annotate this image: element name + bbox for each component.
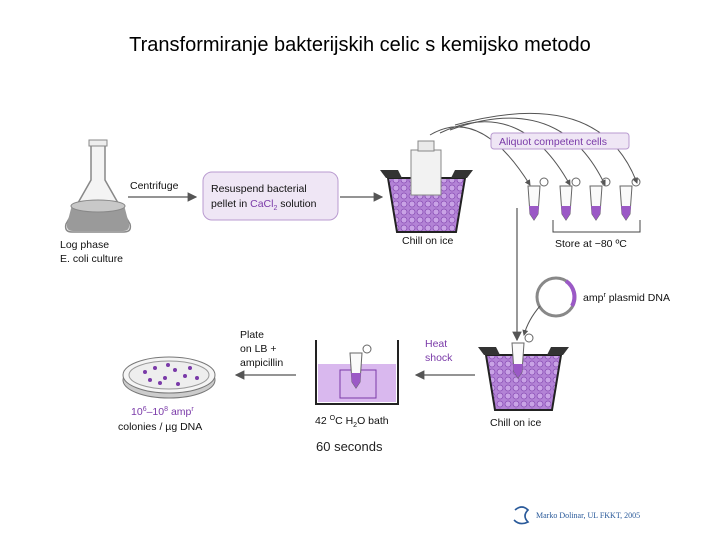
plasmid-icon xyxy=(535,276,577,318)
aliquot-arrow-3 xyxy=(449,117,606,186)
plate-label-1: Plate xyxy=(240,329,264,341)
aliquot-arrow-4 xyxy=(454,112,639,184)
plate-label-3: ampicillin xyxy=(240,357,283,369)
aliquot-arrow-2 xyxy=(439,121,571,186)
resuspend-line-1: Resuspend bacterial xyxy=(211,183,307,195)
bath-label: 42 OC H2O bath xyxy=(315,415,389,429)
chill-label-2: Chill on ice xyxy=(490,417,542,429)
chill-label-1: Chill on ice xyxy=(402,235,454,247)
ice-bucket-icon xyxy=(380,140,473,233)
centrifuge-label: Centrifuge xyxy=(130,180,179,192)
aliquot-label: Aliquot competent cells xyxy=(499,136,607,148)
colonies-label-2: colonies / µg DNA xyxy=(118,421,202,433)
store-bracket xyxy=(552,220,641,233)
aliquot-arrow-1 xyxy=(429,126,531,186)
aliquot-box xyxy=(490,132,630,150)
store-label: Store at −80 ºC xyxy=(555,238,627,250)
microtube-icons xyxy=(527,177,641,221)
erlenmeyer-flask-icon xyxy=(64,139,132,233)
colonies-label-1: 106–108 ampr xyxy=(131,406,194,418)
flask-label-log-phase: Log phase xyxy=(60,239,109,251)
flask-label-ecoli: E. coli culture xyxy=(60,253,123,265)
petri-dish-icon xyxy=(122,356,216,399)
credit-text: Marko Dolinar, UL FKKT, 2005 xyxy=(536,511,641,520)
slide-title: Transformiranje bakterijskih celic s kem… xyxy=(129,34,591,56)
timer-note: 60 seconds xyxy=(316,439,383,454)
ul-logo-icon xyxy=(513,506,530,525)
plasmid-arrow xyxy=(522,305,541,336)
plate-label-2: on LB + xyxy=(240,343,277,355)
resuspend-line-2: pellet in CaCl2 solution xyxy=(211,198,317,212)
heat-label-1: Heat xyxy=(425,338,447,350)
plasmid-label: ampr plasmid DNA xyxy=(583,292,670,304)
water-bath-icon xyxy=(315,340,399,405)
resuspend-box xyxy=(202,171,339,221)
heat-label-2: shock xyxy=(425,352,453,364)
ice-bucket-icon xyxy=(478,333,569,411)
